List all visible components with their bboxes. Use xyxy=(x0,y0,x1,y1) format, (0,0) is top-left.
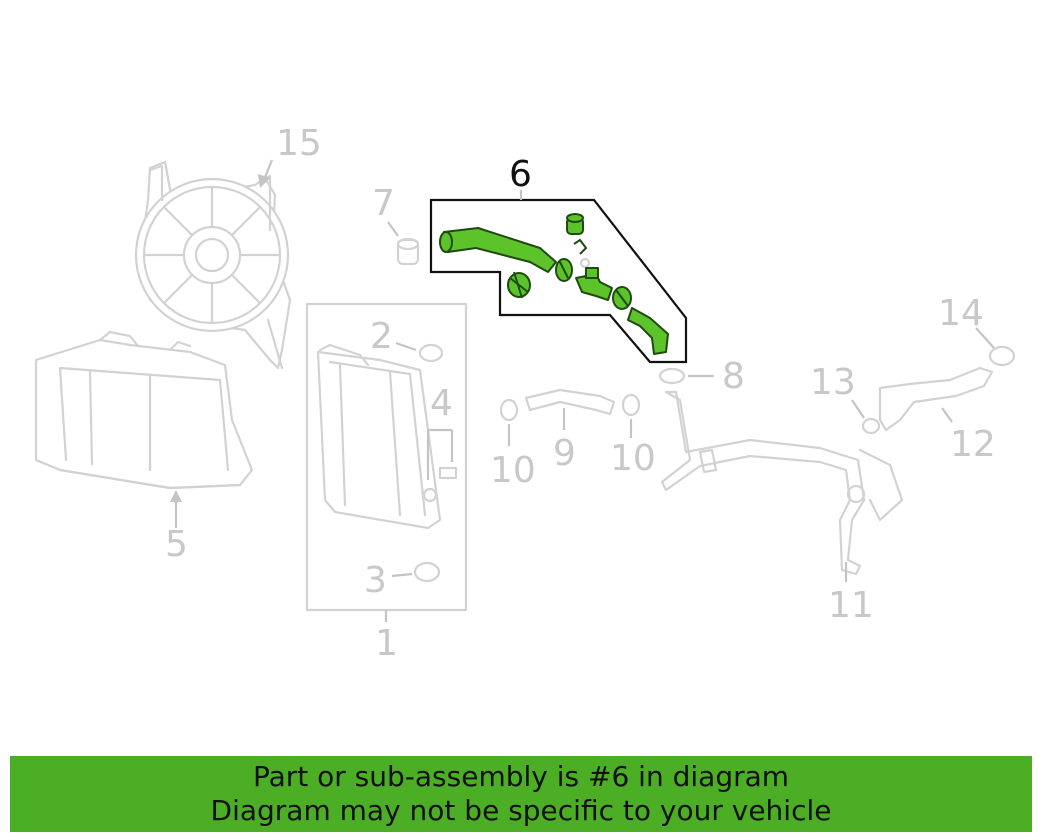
lower-hose xyxy=(627,307,669,355)
info-banner: Part or sub-assembly is #6 in diagram Di… xyxy=(10,756,1032,832)
plug-part-4b xyxy=(438,466,458,480)
clamp-part-10a xyxy=(499,398,519,422)
clamp-3 xyxy=(612,286,632,310)
callout-11: 11 xyxy=(828,585,874,626)
fan-assembly-part-15 xyxy=(134,160,292,370)
callout-9: 9 xyxy=(553,433,576,474)
callout-3: 3 xyxy=(364,560,387,601)
banner-line-2: Diagram may not be specific to your vehi… xyxy=(210,794,832,827)
clamp-2 xyxy=(555,258,573,282)
part-6-boundary xyxy=(429,198,688,364)
callout-13: 13 xyxy=(810,362,856,403)
callout-12: 12 xyxy=(950,424,996,465)
callout-2: 2 xyxy=(370,316,393,357)
callout-8: 8 xyxy=(722,356,745,397)
callout-15: 15 xyxy=(276,123,322,164)
callout-6: 6 xyxy=(509,154,532,195)
leader-14 xyxy=(975,327,995,349)
hose-part-9 xyxy=(524,388,616,416)
leader-13 xyxy=(851,399,865,419)
clamp-part-13 xyxy=(861,417,881,435)
leader-3 xyxy=(391,572,413,578)
clamp-part-14 xyxy=(988,345,1016,367)
leader-2 xyxy=(395,341,417,352)
radiator-support-part-5 xyxy=(34,330,254,490)
callout-1: 1 xyxy=(375,623,398,664)
callout-10b: 10 xyxy=(610,438,656,479)
cap-part-2 xyxy=(418,343,444,363)
hose-clamp xyxy=(507,271,531,299)
leader-12 xyxy=(941,407,953,423)
mount-part-3 xyxy=(413,561,441,583)
callout-5: 5 xyxy=(165,524,188,565)
hose-part-12 xyxy=(878,366,994,432)
leader-4 xyxy=(426,428,454,480)
callout-4: 4 xyxy=(430,383,453,424)
filler-cap xyxy=(566,213,584,235)
banner-line-1: Part or sub-assembly is #6 in diagram xyxy=(252,760,790,793)
clamp-part-8 xyxy=(658,367,686,385)
callout-14: 14 xyxy=(938,293,984,334)
pipe-assembly-part-11 xyxy=(660,390,904,576)
parts-diagram: 15 5 1 2 4 3 7 xyxy=(34,123,1016,664)
upper-hose xyxy=(443,227,557,273)
leader-7 xyxy=(387,221,399,237)
cap-part-7 xyxy=(396,237,420,266)
clamp-part-10b xyxy=(621,393,641,417)
callout-10a: 10 xyxy=(490,450,536,491)
callout-7: 7 xyxy=(372,183,395,224)
plug-part-4a xyxy=(422,487,438,503)
clip xyxy=(573,238,588,255)
tee-fitting xyxy=(575,267,613,301)
hose-assembly-part-6 xyxy=(429,198,688,364)
